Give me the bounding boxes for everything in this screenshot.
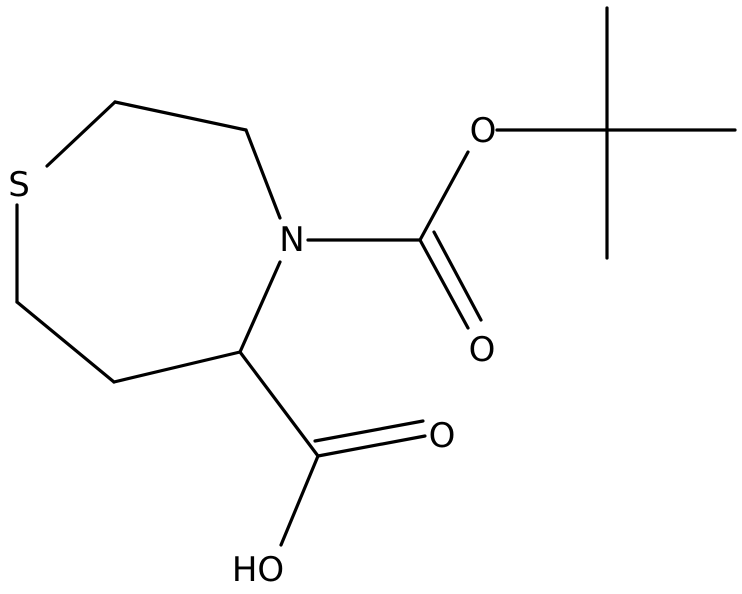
bond-cacid-o-double-b	[313, 419, 425, 443]
bond-c3-c4	[112, 350, 242, 384]
acid-bonds	[238, 350, 427, 547]
bond-cacid-oh	[279, 454, 320, 547]
bond-cacid-o-double-a	[316, 434, 427, 458]
atom-hydroxyl: HO	[232, 550, 284, 590]
atom-acid-carbonyl-oxygen: O	[429, 416, 456, 456]
ring-bonds	[15, 100, 282, 384]
bond-carbonyl-o-double-b	[432, 230, 483, 322]
bond-carbonyl-oester	[418, 150, 470, 242]
bond-c1-c2	[113, 100, 248, 132]
boc-bonds	[306, 6, 737, 330]
bond-c2-n	[244, 128, 282, 220]
bond-carbonyl-o-double-a	[418, 238, 470, 330]
bond-n-c3	[238, 260, 282, 354]
atom-sulfur: S	[8, 165, 30, 205]
atom-ester-oxygen: O	[470, 111, 497, 151]
bond-c4-c5	[15, 300, 116, 384]
atom-nitrogen: N	[279, 220, 304, 260]
bond-s-c1	[45, 100, 117, 168]
atom-boc-carbonyl-oxygen: O	[469, 330, 496, 370]
bond-c3-cacid	[238, 350, 320, 458]
